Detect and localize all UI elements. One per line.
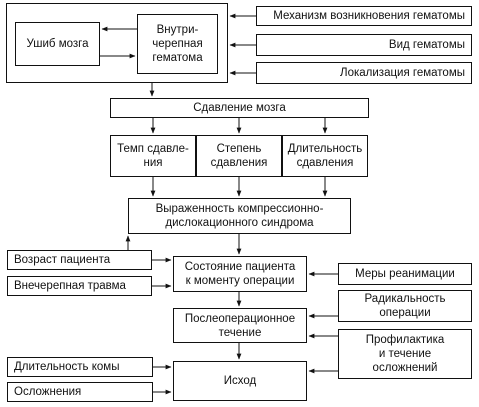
intracranial-hematoma-box: Внутри- черепная гематома: [137, 14, 218, 74]
coma-duration-box: Длительность комы: [7, 357, 153, 377]
postop-course-box: Послеоперационное течение: [173, 308, 307, 343]
compression-duration-box: Длительность сдавления: [282, 135, 368, 177]
complications-box: Осложнения: [7, 382, 153, 402]
injury-group-frame: [6, 3, 228, 83]
patient-state-box: Состояние пациента к моменту операции: [173, 256, 307, 292]
prophylaxis-box: Профилактика и течение осложнений: [338, 329, 472, 379]
brain-injury-box: Ушиб мозга: [15, 22, 100, 66]
surgery-radicality-box: Радикальность операции: [338, 290, 472, 322]
compression-rate-box: Темп сдавле- ния: [110, 135, 196, 177]
syndrome-severity-box: Выраженность компрессионно- дислокационн…: [128, 198, 351, 234]
patient-age-box: Возраст пациента: [7, 250, 152, 270]
resuscitation-box: Меры реанимации: [338, 263, 472, 285]
hematoma-location-box: Локализация гематомы: [256, 62, 472, 84]
compression-degree-box: Степень сдавления: [196, 135, 282, 177]
extracranial-trauma-box: Внечерепная травма: [7, 276, 152, 296]
brain-compression-box: Сдавление мозга: [110, 98, 369, 118]
mechanism-box: Механизм возникновения гематомы: [256, 6, 472, 26]
outcome-box: Исход: [173, 361, 307, 401]
hematoma-type-box: Вид гематомы: [256, 34, 472, 56]
